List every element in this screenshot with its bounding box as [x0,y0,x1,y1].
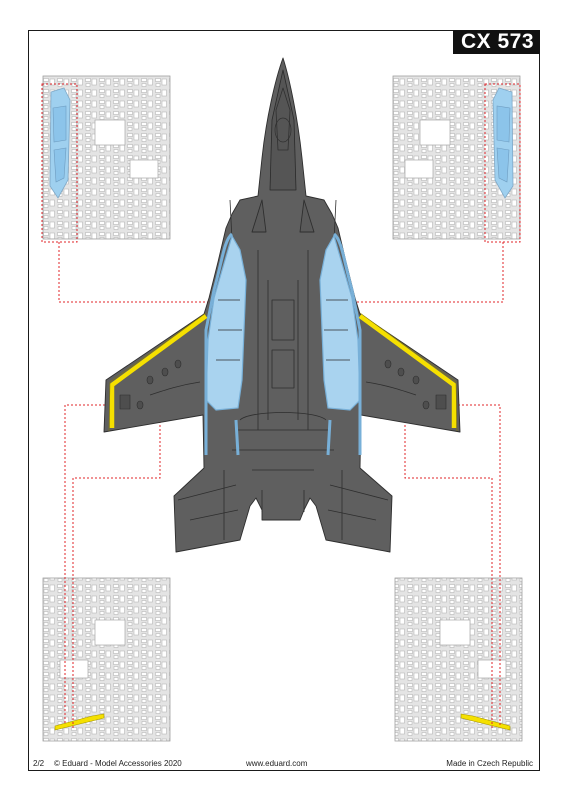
yellow-mask-strips [109,314,457,428]
mask-sheet-top-right [392,75,521,240]
leader-lines [41,83,521,728]
origin-text: Made in Czech Republic [446,759,533,768]
mask-sheet-bottom-left [42,577,171,742]
page-border [28,30,540,771]
blue-mask-areas [205,234,361,411]
product-code-badge: CX 573 [452,30,540,54]
blue-bay-outlines [204,232,362,456]
page-number: 2/2 [33,759,45,768]
mask-sheet-bottom-right [394,577,523,742]
aircraft-underside-view [103,57,461,553]
copyright-text: © Eduard - Model Accessories 2020 [54,759,182,768]
mask-sheet-top-left [42,75,171,240]
website-link[interactable]: www.eduard.com [246,759,308,768]
